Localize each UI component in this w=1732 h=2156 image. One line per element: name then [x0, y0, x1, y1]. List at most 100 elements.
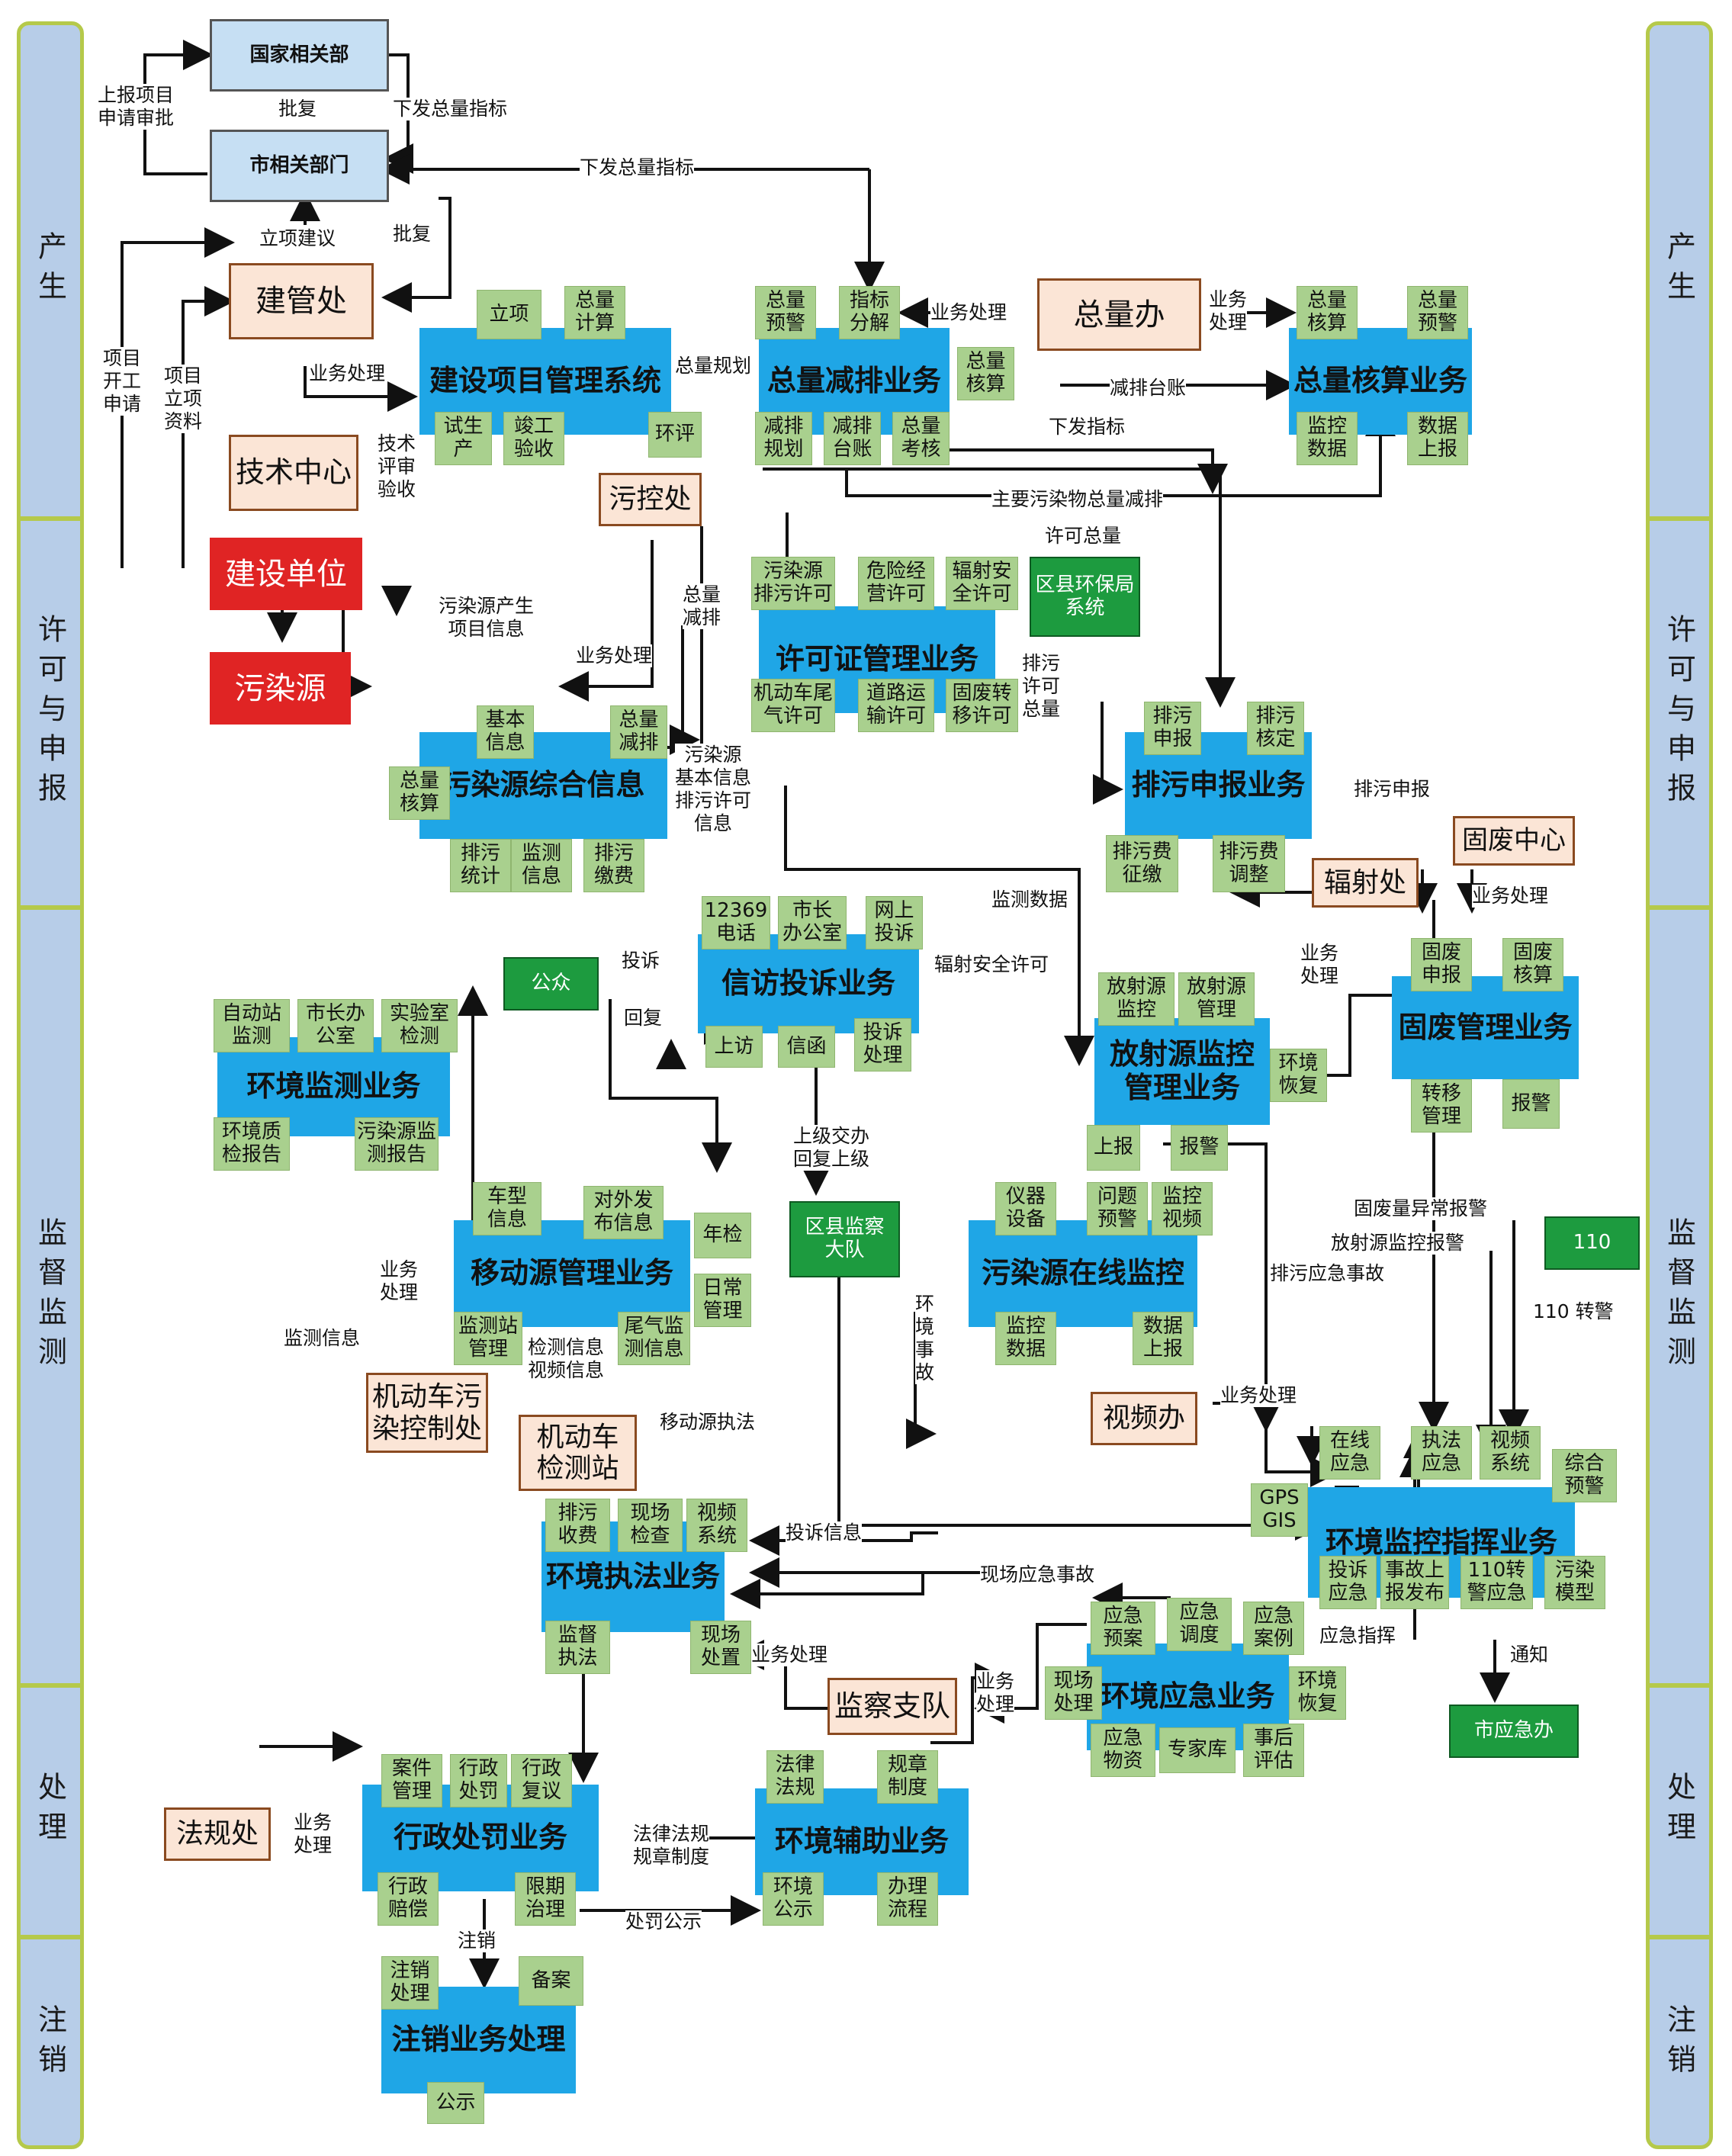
node-pollution-source[interactable]: 污染源: [210, 652, 351, 725]
sub-jptz[interactable]: 减排 台账: [824, 412, 881, 465]
sub-gfzy[interactable]: 固废转 移许可: [946, 679, 1018, 732]
sub-zbfj[interactable]: 指标 分解: [839, 286, 900, 339]
sub-jpgh[interactable]: 减排 规划: [755, 412, 812, 465]
sub-tscl[interactable]: 投诉 处理: [854, 1018, 911, 1072]
sub-zfyj[interactable]: 执法 应急: [1411, 1426, 1472, 1480]
main-xfts[interactable]: 信访投诉业务: [698, 934, 919, 1033]
sub-dlys[interactable]: 道路运 输许可: [858, 679, 934, 732]
org-fsc[interactable]: 辐射处: [1312, 858, 1419, 908]
sub-szbgs[interactable]: 市长 办公室: [778, 896, 847, 949]
sub-gfsb[interactable]: 固废 申报: [1411, 938, 1472, 991]
sub-yjdd[interactable]: 应急 调度: [1167, 1598, 1232, 1651]
sub-zlyj2[interactable]: 总量 预警: [1407, 286, 1468, 339]
sub-hjgs[interactable]: 环境 公示: [763, 1872, 824, 1926]
sub-xh[interactable]: 信函: [778, 1026, 835, 1068]
org-wkc[interactable]: 污控处: [599, 473, 702, 526]
main-fsy[interactable]: 放射源监控 管理业务: [1094, 1018, 1270, 1125]
sub-xqzl[interactable]: 限期 治理: [515, 1872, 576, 1926]
sub-zhyj[interactable]: 综合 预警: [1552, 1449, 1617, 1502]
sub-zlhs4[interactable]: 总量 核算: [389, 766, 450, 820]
sub-zlkh[interactable]: 总量 考核: [892, 412, 950, 465]
sub-gs[interactable]: 公示: [427, 2082, 484, 2124]
sub-xzfy[interactable]: 行政 复议: [511, 1754, 572, 1807]
sub-fsaq[interactable]: 辐射安 全许可: [946, 557, 1018, 610]
sub-xzpc[interactable]: 行政 赔偿: [378, 1872, 439, 1926]
org-jgc[interactable]: 建管处: [229, 263, 374, 339]
sub-wsts[interactable]: 网上 投诉: [866, 896, 923, 949]
node-yjb[interactable]: 市应急办: [1449, 1705, 1579, 1758]
sub-xcjc[interactable]: 现场 检查: [618, 1499, 683, 1552]
sub-zlhs3[interactable]: 总量 核算: [1297, 286, 1358, 339]
sub-sf[interactable]: 上访: [705, 1026, 763, 1068]
sub-bj[interactable]: 报警: [1171, 1125, 1228, 1171]
sub-yjwz[interactable]: 应急 物资: [1091, 1724, 1155, 1777]
sub-spxt2[interactable]: 视频 系统: [686, 1499, 747, 1552]
sub-rcgl[interactable]: 日常 管理: [694, 1274, 751, 1327]
sub-pwfzj[interactable]: 排污费 征缴: [1106, 835, 1178, 892]
sub-wryjc[interactable]: 污染源监 测报告: [355, 1117, 439, 1171]
node-qxhb[interactable]: 区县环保局 系统: [1030, 557, 1140, 637]
sub-blc[interactable]: 办理 流程: [877, 1872, 938, 1926]
sub-wrypw[interactable]: 污染源 排污许可: [751, 557, 835, 610]
sub-wrmx[interactable]: 污染 模型: [1544, 1556, 1605, 1609]
sub-jksj[interactable]: 监控 数据: [1297, 412, 1358, 465]
node-national-dept[interactable]: 国家相关部: [210, 19, 389, 92]
sub-zygl[interactable]: 转移 管理: [1411, 1079, 1472, 1133]
sub-flfg[interactable]: 法律 法规: [766, 1750, 824, 1804]
org-gfzx[interactable]: 固废中心: [1453, 816, 1575, 866]
node-construction-unit[interactable]: 建设单位: [210, 538, 362, 610]
sub-pwsb2[interactable]: 排污 申报: [1144, 702, 1201, 755]
sub-jksp[interactable]: 监控 视频: [1152, 1182, 1213, 1235]
org-jczd[interactable]: 监察支队: [827, 1678, 957, 1735]
sub-jcxx[interactable]: 监测 信息: [511, 839, 572, 892]
sub-hjzl[interactable]: 环境质 检报告: [214, 1117, 290, 1171]
sub-jksj2[interactable]: 监控 数据: [995, 1312, 1056, 1365]
sub-sgsb[interactable]: 事故上 报发布: [1380, 1556, 1449, 1609]
sub-pwsf[interactable]: 排污 收费: [545, 1499, 610, 1552]
sub-bj2[interactable]: 报警: [1502, 1079, 1560, 1129]
sub-pwftz[interactable]: 排污费 调整: [1213, 835, 1285, 892]
sub-ssc[interactable]: 试生 产: [435, 412, 492, 465]
org-jdcjcz[interactable]: 机动车 检测站: [519, 1415, 637, 1491]
sub-tsyj[interactable]: 投诉 应急: [1319, 1556, 1377, 1609]
sub-lx[interactable]: 立项: [477, 290, 541, 339]
sub-xccl[interactable]: 现场 处理: [1045, 1666, 1102, 1720]
sub-sjsb[interactable]: 数据 上报: [1407, 412, 1468, 465]
sub-nj[interactable]: 年检: [694, 1213, 751, 1258]
sub-jbxx[interactable]: 基本 信息: [477, 705, 534, 759]
sub-jdcwq[interactable]: 机动车尾 气许可: [751, 679, 835, 732]
sub-zjk[interactable]: 专家库: [1159, 1727, 1236, 1773]
sub-yqsb[interactable]: 仪器 设备: [995, 1182, 1056, 1235]
sub-pwjf[interactable]: 排污 缴费: [583, 839, 644, 892]
sub-wqjc[interactable]: 尾气监 测信息: [618, 1312, 690, 1365]
sub-gfhs[interactable]: 固废 核算: [1502, 938, 1563, 991]
sub-pwtj[interactable]: 排污 统计: [450, 839, 511, 892]
main-gfgl[interactable]: 固废管理业务: [1392, 976, 1579, 1079]
sub-wtyj[interactable]: 问题 预警: [1087, 1182, 1148, 1235]
sub-wxj[interactable]: 危险经 营许可: [858, 557, 934, 610]
sub-jdzf[interactable]: 监督 执法: [545, 1621, 610, 1674]
sub-zjyj[interactable]: 110转 警应急: [1460, 1556, 1533, 1609]
org-jszx[interactable]: 技术中心: [229, 435, 358, 511]
sub-sjsb2[interactable]: 数据 上报: [1133, 1312, 1194, 1365]
sub-zljp2[interactable]: 总量 减排: [610, 705, 667, 759]
sub-szbgs2[interactable]: 市长办 公室: [297, 999, 374, 1052]
node-city-dept[interactable]: 市相关部门: [210, 130, 389, 202]
sub-jgys[interactable]: 竣工 验收: [503, 412, 564, 465]
sub-zxcl[interactable]: 注销 处理: [381, 1956, 439, 2010]
sub-sb[interactable]: 上报: [1087, 1125, 1140, 1171]
main-wryzx[interactable]: 污染源在线监控: [969, 1220, 1197, 1327]
sub-pwhd[interactable]: 排污 核定: [1247, 702, 1304, 755]
sub-gps[interactable]: GPS GIS: [1251, 1483, 1308, 1537]
sub-ajgl[interactable]: 案件 管理: [381, 1754, 442, 1807]
sub-ba[interactable]: 备案: [519, 1956, 583, 2006]
sub-dwfb[interactable]: 对外发 布信息: [583, 1186, 664, 1239]
sub-xccz[interactable]: 现场 处置: [690, 1621, 751, 1674]
sub-zdz[interactable]: 自动站 监测: [214, 999, 290, 1052]
sub-zljs[interactable]: 总量 计算: [564, 286, 625, 339]
org-spb[interactable]: 视频办: [1091, 1392, 1197, 1445]
sub-hjhf2[interactable]: 环境 恢复: [1289, 1666, 1346, 1720]
sub-hp[interactable]: 环评: [648, 412, 702, 458]
sub-cxxx[interactable]: 车型 信息: [473, 1182, 541, 1235]
org-zlb[interactable]: 总量办: [1037, 278, 1201, 351]
